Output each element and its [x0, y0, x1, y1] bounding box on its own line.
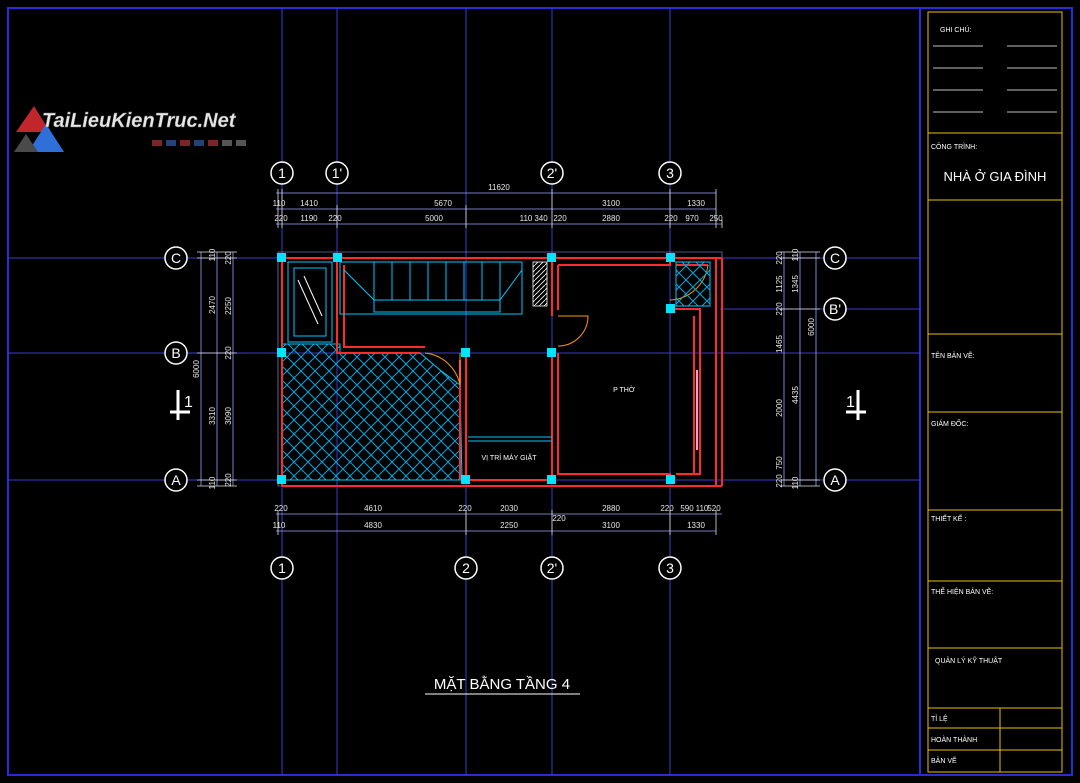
dim-top-3-6: 220: [553, 214, 567, 223]
dim-top-3-9: 970: [685, 214, 699, 223]
dim-bot-1b: 220: [552, 514, 566, 523]
room-worship: P THỜ: [613, 385, 635, 394]
scale-label: TỈ LỆ: [931, 714, 948, 723]
sheet-border: [7, 7, 1073, 776]
grid-top-label-2p: 2': [547, 165, 557, 181]
tech-label: QUẢN LÝ KỸ THUẬT: [935, 656, 1003, 665]
dim-top-2-4: 1330: [687, 199, 705, 208]
dim-bot-1-5: 220: [660, 504, 674, 513]
dim-left-outer: 6000: [192, 360, 201, 378]
dim-left-3-0: 220: [224, 251, 233, 265]
dim-left-2-0: 110: [208, 248, 217, 261]
grid-top-label-3: 3: [666, 165, 674, 181]
dim-bot-1-4: 2880: [602, 504, 620, 513]
logo: TaiLieuKienTruc.Net: [14, 106, 246, 152]
dim-right-1-1: 1125: [775, 275, 784, 293]
dim-bot-2-1: 4830: [364, 521, 382, 530]
dim-top-3-2: 220: [328, 214, 342, 223]
dim-right-outer: 6000: [807, 318, 816, 336]
dim-bot-1-0: 220: [274, 504, 288, 513]
dim-bot-1-2: 220: [458, 504, 472, 513]
dim-top-total: 11620: [488, 183, 510, 192]
dim-bot-1-3: 2030: [500, 504, 518, 513]
section-mark-left-label: 1: [184, 394, 193, 411]
sheet-label: BẢN VẼ: [931, 756, 957, 765]
dim-left-2-2: 3310: [208, 407, 217, 425]
logo-text: TaiLieuKienTruc.Net: [42, 110, 237, 132]
grid-bottom-label-2p: 2': [547, 560, 557, 576]
grid-left-label-c: C: [171, 250, 181, 266]
grid-top-label-1: 1: [278, 165, 286, 181]
project-name: NHÀ Ở GIA ĐÌNH: [944, 169, 1047, 184]
dim-bot-1-7: 110: [696, 504, 709, 513]
dim-top-3-3: 5000: [425, 214, 443, 223]
dim-bot-1-1: 4610: [364, 504, 382, 513]
grid-top-label-1p: 1': [332, 165, 342, 181]
columns: [277, 253, 675, 484]
dim-bot-2-4: 1330: [687, 521, 705, 530]
dim-bot-1-8: 520: [707, 504, 721, 513]
dim-top-3-5: 340: [534, 214, 548, 223]
dim-left-3-3: 3090: [224, 407, 233, 425]
project-label: CÔNG TRÌNH:: [931, 142, 977, 151]
dim-top-2-3: 3100: [602, 199, 620, 208]
section-mark-right-label: 1: [846, 394, 855, 411]
dim-bot-2-0: 110: [273, 521, 286, 530]
dim-top-3-1: 1190: [300, 214, 318, 223]
stair: [339, 261, 523, 315]
dim-top-3-10: 250: [709, 214, 723, 223]
grid-right-label-bp: B': [829, 301, 841, 317]
dim-right-2-1: 1345: [791, 275, 800, 293]
floor-plan: P THỜ VỊ TRÍ MÁY GIẶT: [277, 251, 723, 487]
grid-right-label-c: C: [830, 250, 840, 266]
dim-right-1-5: 750: [775, 456, 784, 470]
grid-bubbles: [164, 161, 847, 580]
dim-top-2-1: 1410: [300, 199, 318, 208]
dim-right-2-0: 110: [791, 248, 800, 261]
dimension-lines: [197, 189, 820, 535]
drawing-name-label: TÊN BẢN VẼ:: [931, 351, 975, 360]
dim-left-2-3: 110: [208, 476, 217, 489]
dim-left-3-4: 220: [224, 473, 233, 487]
section-mark-left: [170, 390, 190, 420]
grid-bottom-label-3: 3: [666, 560, 674, 576]
completed-label: HOÀN THÀNH: [931, 735, 977, 744]
drawing-title: MẶT BẰNG TẦNG 4: [434, 675, 570, 693]
dim-right-1-3: 1465: [775, 335, 784, 353]
grid-right-label-a: A: [830, 472, 840, 488]
director-label: GIÁM ĐỐC:: [931, 418, 968, 428]
dim-right-1-2: 220: [775, 302, 784, 316]
grid-bottom-label-2: 2: [462, 560, 470, 576]
dim-bot-1-6: 590: [680, 504, 694, 513]
dim-top-3-7: 2880: [602, 214, 620, 223]
title-block: [927, 11, 1063, 773]
design-label: THIẾT KẾ :: [931, 513, 966, 523]
cabinet: [287, 261, 333, 343]
dim-top-3-0: 220: [274, 214, 288, 223]
dim-right-2-2: 4435: [791, 386, 800, 404]
section-mark-right: [846, 390, 866, 420]
dim-left-3-1: 2250: [224, 297, 233, 315]
dim-right-1-0: 220: [775, 251, 784, 265]
dim-right-1-6: 220: [775, 474, 784, 488]
notes-label: GHI CHÚ:: [940, 25, 972, 34]
dim-bot-2-2: 2250: [500, 521, 518, 530]
grid-left-label-b: B: [171, 345, 180, 361]
dim-right-2-3: 110: [791, 476, 800, 489]
dim-left-2-1: 2470: [208, 296, 217, 314]
dim-top-2-0: 110: [273, 199, 286, 208]
grid-bottom-label-1: 1: [278, 560, 286, 576]
dim-top-2-2: 5670: [434, 199, 452, 208]
dim-top-3-4: 110: [520, 214, 533, 223]
dim-right-1-4: 2000: [775, 399, 784, 417]
drafter-label: THỂ HIỆN BẢN VẼ:: [931, 587, 993, 596]
dim-left-3-2: 220: [224, 346, 233, 360]
balcony-hatch: [281, 343, 463, 481]
grid-left-label-a: A: [171, 472, 181, 488]
dim-bot-2-3: 3100: [602, 521, 620, 530]
room-laundry: VỊ TRÍ MÁY GIẶT: [482, 453, 538, 462]
dim-top-3-8: 220: [664, 214, 678, 223]
